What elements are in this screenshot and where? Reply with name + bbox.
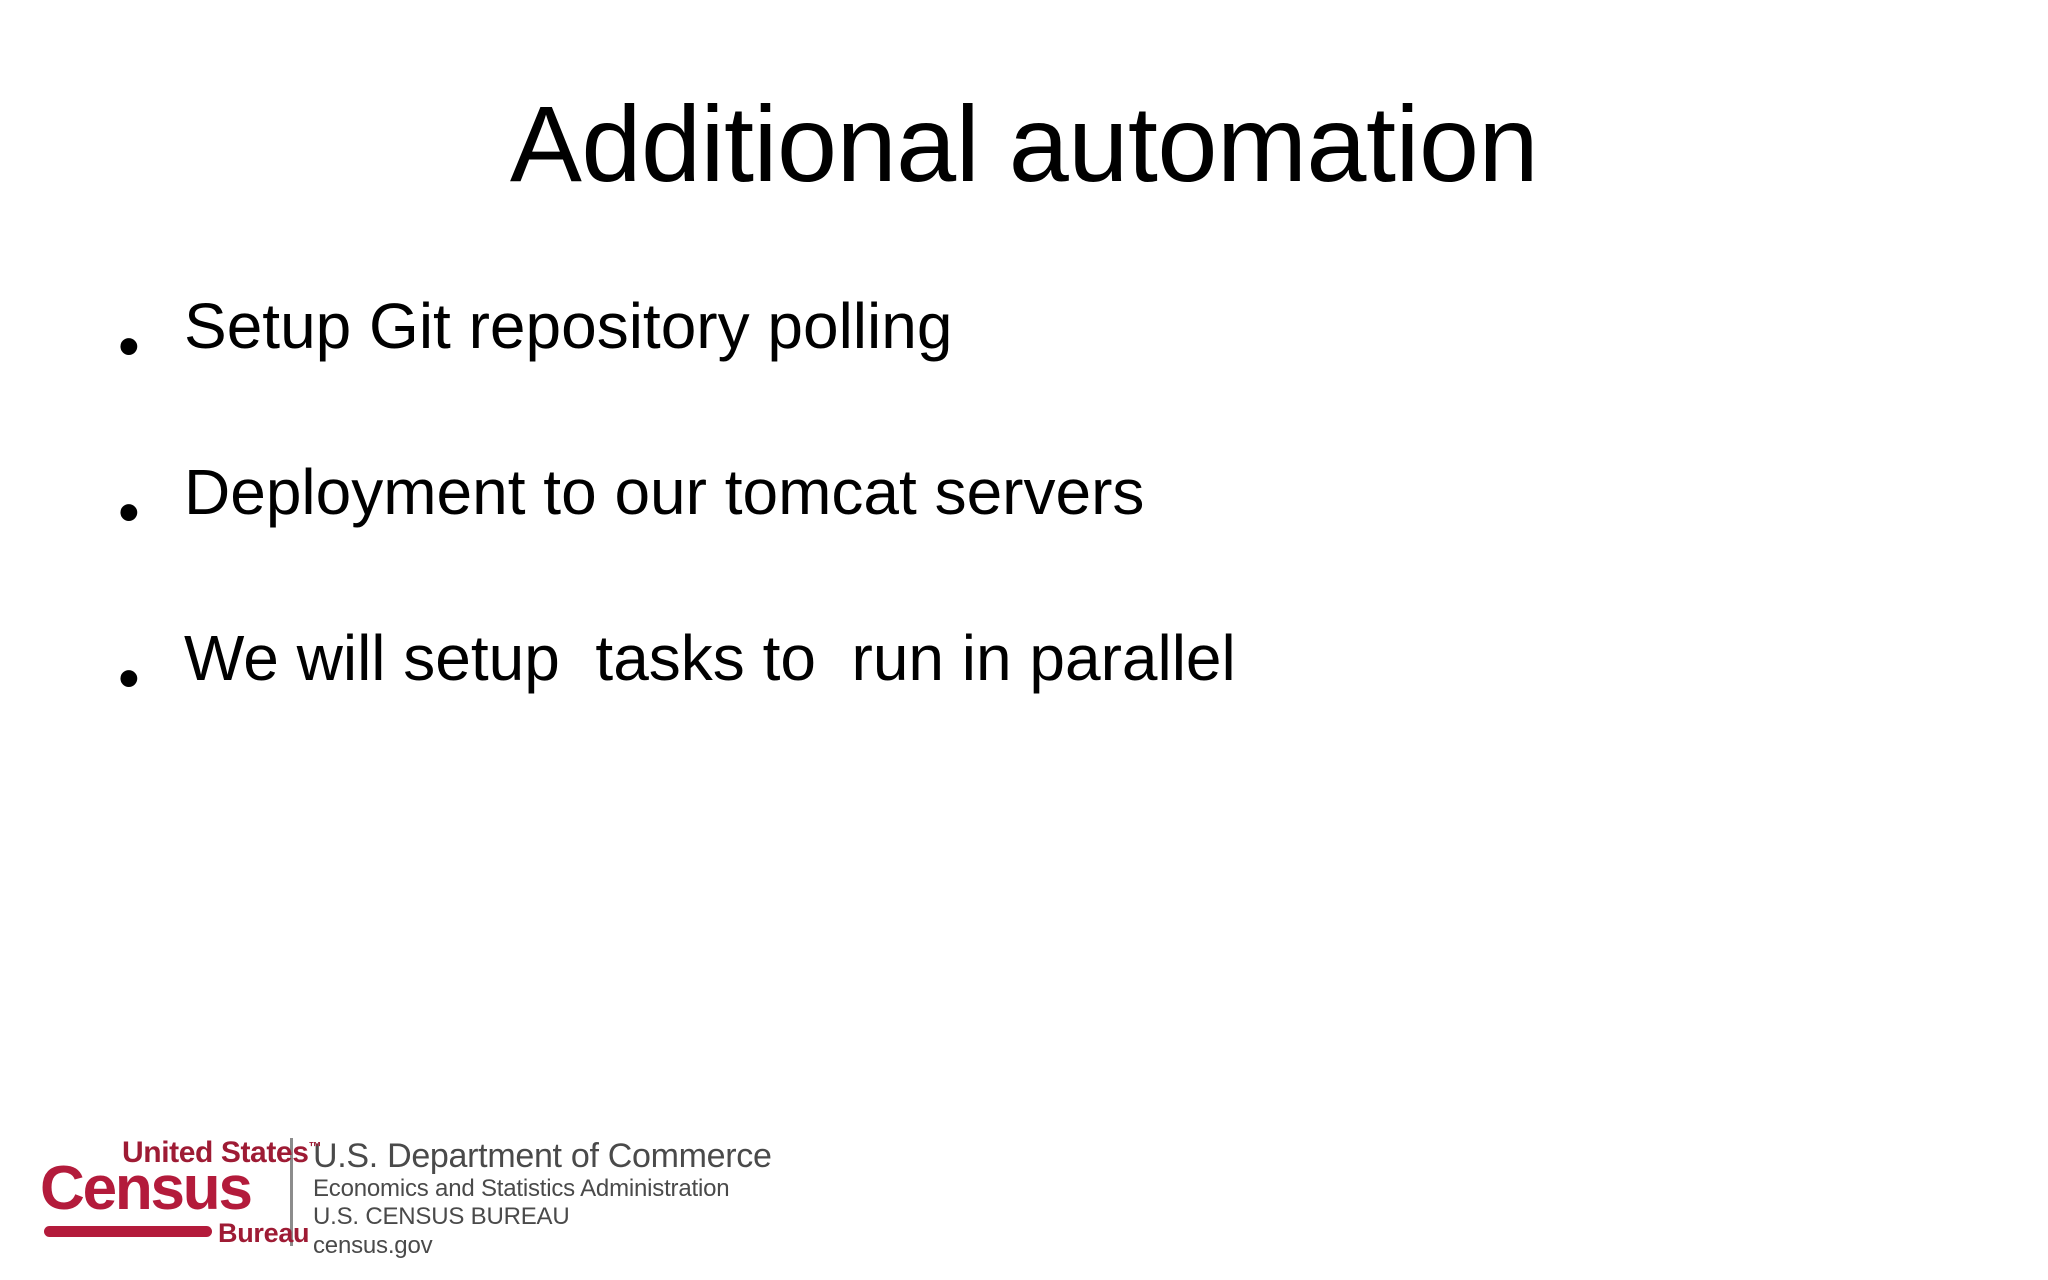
agency-bureau-line: U.S. CENSUS BUREAU bbox=[313, 1203, 570, 1231]
list-item: • We will setup tasks to run in parallel bbox=[118, 624, 1918, 790]
list-item: • Deployment to our tomcat servers bbox=[118, 458, 1918, 624]
bullet-list: • Setup Git repository polling • Deploym… bbox=[118, 292, 1918, 790]
bullet-text: Deployment to our tomcat servers bbox=[184, 456, 1145, 528]
bullet-marker-icon: • bbox=[118, 478, 140, 547]
agency-administration-line: Economics and Statistics Administration bbox=[313, 1175, 730, 1203]
logo-rule-divider bbox=[44, 1226, 212, 1237]
census-logo-mark: United States™ Census Bureau bbox=[38, 1136, 322, 1248]
slide-title: Additional automation bbox=[509, 83, 1539, 204]
agency-department-line: U.S. Department of Commerce bbox=[313, 1137, 772, 1175]
list-item: • Setup Git repository polling bbox=[118, 292, 1918, 458]
agency-website-line: census.gov bbox=[313, 1231, 433, 1259]
logo-vertical-divider bbox=[290, 1138, 293, 1246]
agency-text-block: U.S. Department of Commerce Economics an… bbox=[313, 1136, 772, 1259]
bullet-text: We will setup tasks to run in parallel bbox=[184, 622, 1236, 694]
bullet-text: Setup Git repository polling bbox=[184, 290, 953, 362]
bullet-marker-icon: • bbox=[118, 312, 140, 381]
bullet-marker-icon: • bbox=[118, 644, 140, 713]
logo-bureau-label: Bureau bbox=[218, 1218, 310, 1248]
logo-united-states-text: United States™ bbox=[122, 1136, 322, 1170]
census-bureau-logo: United States™ Census Bureau U.S. Depart… bbox=[38, 1136, 772, 1259]
logo-census-wordmark: Census bbox=[40, 1154, 253, 1223]
logo-united-states-label: United States bbox=[122, 1136, 309, 1169]
trademark-icon: ™ bbox=[308, 1139, 322, 1154]
